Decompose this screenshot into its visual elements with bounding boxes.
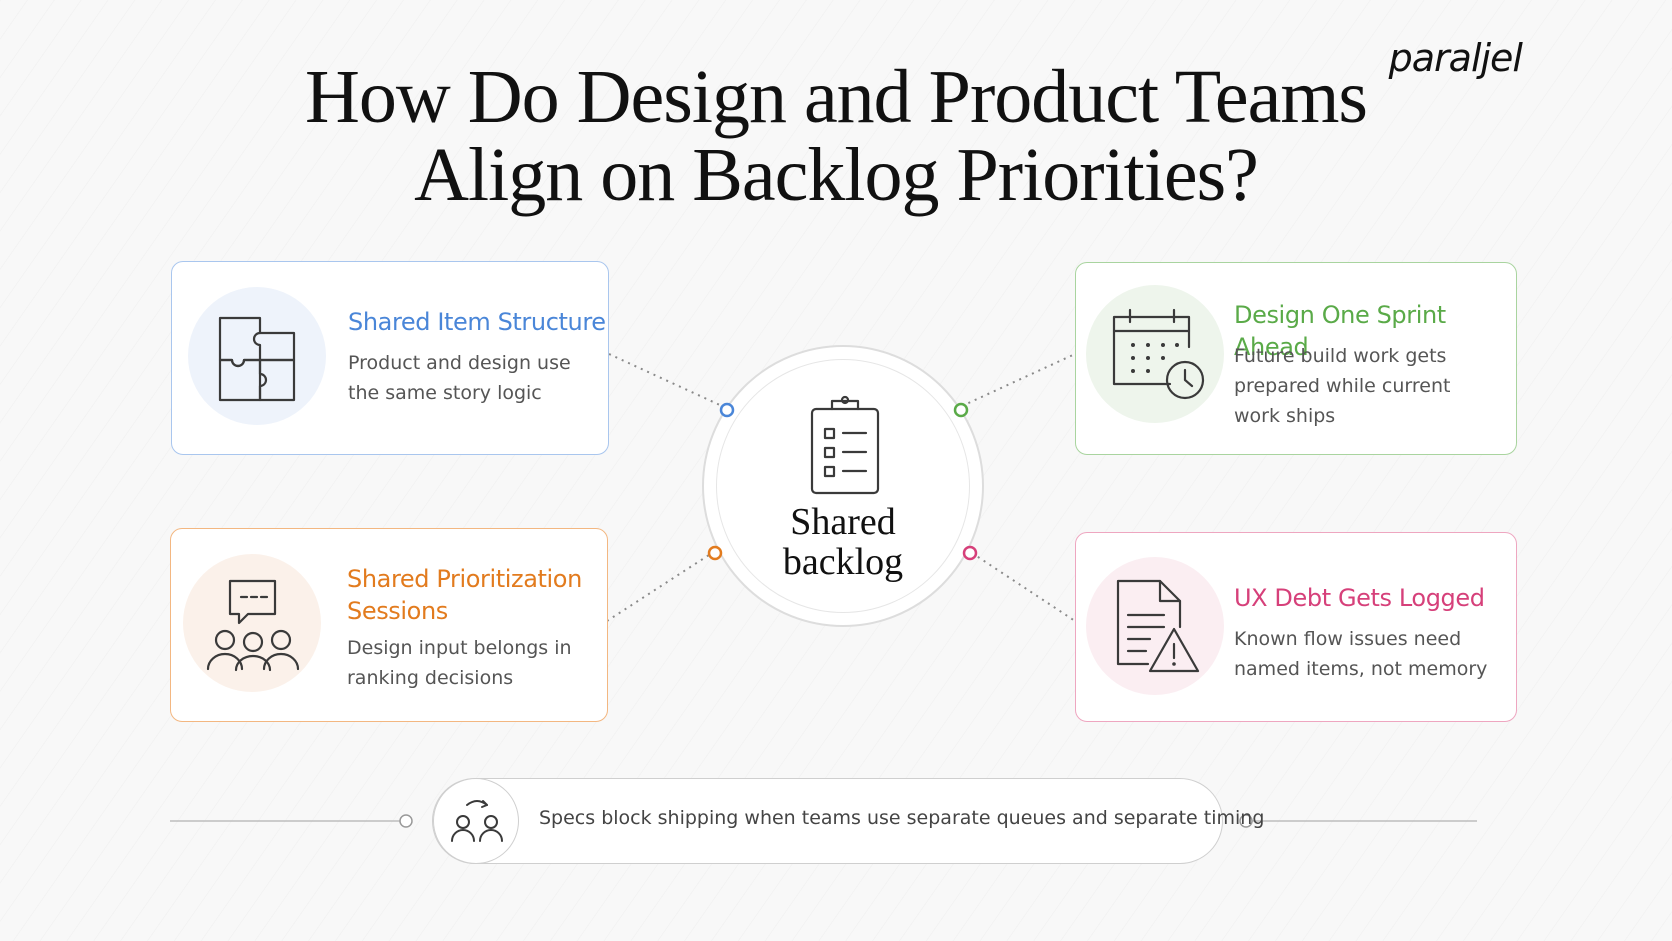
card-body: Design input belongs in ranking decision… [347, 633, 572, 693]
center-hub-inner-ring [716, 359, 970, 613]
card-design-one-sprint-ahead: Design One Sprint Ahead Future build wor… [1075, 262, 1517, 455]
center-label-line-1: Shared [790, 501, 896, 543]
center-label-line-2: backlog [782, 541, 904, 583]
card-body-line: work ships [1234, 405, 1336, 427]
card-body-line: Known flow issues need [1234, 628, 1462, 650]
card-body: Future build work gets prepared while cu… [1234, 341, 1450, 431]
card-icon-circle [1086, 285, 1224, 423]
center-hub: Shared backlog [702, 345, 984, 627]
card-heading: Design One Sprint Ahead [1234, 301, 1446, 361]
card-shared-item-structure: Shared Item Structure Product and design… [171, 261, 609, 455]
card-shared-prioritization-sessions: Shared Prioritization Sessions Design in… [170, 528, 608, 722]
card-heading: Shared Item Structure [348, 308, 606, 336]
card-body-line: Future build work gets [1234, 345, 1447, 367]
page-title-line-2: Align on Backlog Priorities? [414, 133, 1259, 217]
card-heading: UX Debt Gets Logged [1234, 584, 1485, 612]
card-heading-line: Shared Prioritization [347, 565, 582, 593]
calendar-clock-icon [1112, 308, 1205, 400]
connector-bottom-right [971, 552, 1076, 622]
card-ux-debt-gets-logged: UX Debt Gets Logged Known flow issues ne… [1075, 532, 1517, 722]
card-body-line: prepared while current [1234, 375, 1451, 397]
card-icon-circle [1086, 557, 1224, 695]
footer-rule-left-node [399, 814, 413, 828]
page-title-line-1: How Do Design and Product Teams [304, 55, 1368, 139]
center-label: Shared backlog [704, 502, 982, 582]
card-body-line: ranking decisions [347, 667, 514, 689]
card-body-line: Design input belongs in [347, 637, 572, 659]
footer-callout: Specs block shipping when teams use sepa… [432, 778, 1264, 864]
card-body: Known flow issues need named items, not … [1234, 624, 1487, 684]
footer-text: Specs block shipping when teams use sepa… [539, 807, 1265, 829]
card-icon-circle [183, 554, 321, 692]
footer-rule-right-node [1239, 814, 1253, 828]
page-title: How Do Design and Product Teams Align on… [0, 58, 1672, 214]
card-body-line: named items, not memory [1234, 658, 1488, 680]
puzzle-icon [218, 316, 296, 402]
card-body: Product and design use the same story lo… [348, 348, 571, 408]
card-icon-circle [188, 287, 326, 425]
brand-logo: paraljel [1388, 36, 1523, 80]
card-body-line: the same story logic [348, 382, 542, 404]
team-discussion-icon [206, 579, 300, 672]
card-heading-line: Sessions [347, 597, 448, 625]
footer-icon-circle [433, 778, 519, 864]
connector-bottom-left [606, 552, 713, 622]
card-body-line: Product and design use [348, 352, 571, 374]
card-heading: Shared Prioritization Sessions [347, 563, 582, 627]
document-warning-icon [1116, 579, 1200, 673]
clipboard-checklist-icon [810, 395, 880, 495]
team-handoff-icon [451, 800, 503, 842]
